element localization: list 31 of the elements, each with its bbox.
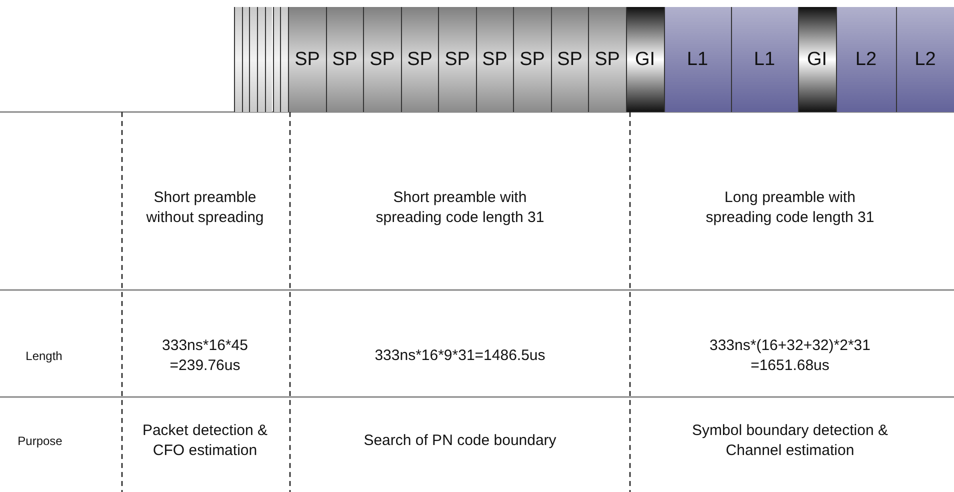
table-text: Symbol boundary detection & Channel estimation xyxy=(691,421,889,461)
table-text: 333ns*(16+32+32)*2*31 =1651.68us xyxy=(708,336,872,376)
table-text: Search of PN code boundary xyxy=(362,431,558,451)
preamble-segment: L1 xyxy=(664,7,730,112)
table-text: 333ns*16*9*31=1486.5us xyxy=(374,346,546,366)
preamble-segment: SP xyxy=(288,7,326,112)
preamble-segment: SP xyxy=(438,7,476,112)
preamble-segment xyxy=(234,7,242,112)
preamble-segment xyxy=(257,7,265,112)
preamble-segment: L1 xyxy=(730,7,798,112)
preamble-segment: L2 xyxy=(836,7,896,112)
table-text: Packet detection & CFO estimation xyxy=(141,421,269,461)
preamble-segment xyxy=(249,7,258,112)
table-text: Short preamble with spreading code length 31 xyxy=(374,188,546,228)
preamble-segment xyxy=(272,7,280,112)
preamble-segment: SP xyxy=(326,7,363,112)
preamble-segment: SP xyxy=(400,7,438,112)
preamble-segment: SP xyxy=(550,7,588,112)
preamble-segment: SP xyxy=(588,7,626,112)
preamble-segment: SP xyxy=(476,7,513,112)
row-header: Purpose xyxy=(16,433,64,450)
preamble-segment: GI xyxy=(626,7,664,112)
preamble-segment xyxy=(280,7,288,112)
preamble-segment: SP xyxy=(513,7,550,112)
table-text: Short preamble without spreading xyxy=(145,188,265,228)
preamble-segment: SP xyxy=(363,7,400,112)
table-text: 333ns*16*45 =239.76us xyxy=(161,336,249,376)
preamble-segment: L2 xyxy=(896,7,954,112)
preamble-segment: GI xyxy=(798,7,836,112)
row-header: Length xyxy=(24,348,64,365)
table-text: Long preamble with spreading code length 31 xyxy=(704,188,876,228)
